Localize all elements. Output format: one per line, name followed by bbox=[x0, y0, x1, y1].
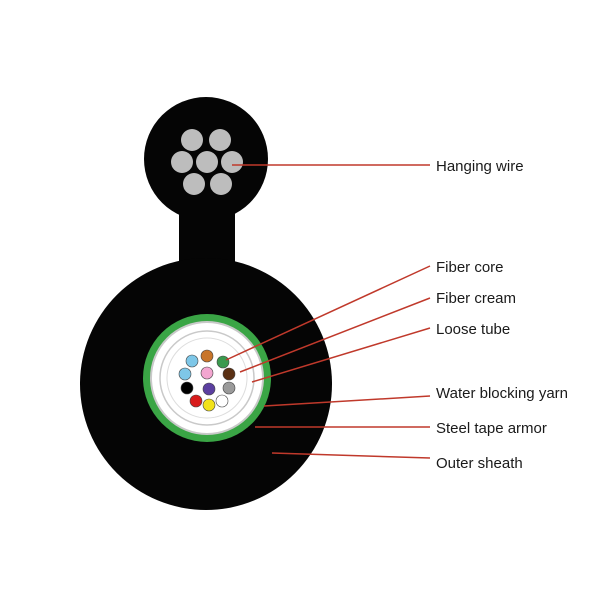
label-hanging-wire: Hanging wire bbox=[436, 158, 524, 175]
fiber-core-orange bbox=[200, 349, 214, 363]
fiber-core-black bbox=[180, 381, 194, 395]
hanging-wire-strands bbox=[171, 129, 243, 195]
fiber-core-pink bbox=[200, 366, 214, 380]
hanging-strand bbox=[210, 173, 232, 195]
fiber-cores bbox=[178, 349, 236, 412]
fiber-core-white bbox=[215, 394, 229, 408]
fiber-core-gray bbox=[222, 381, 236, 395]
fiber-core-green bbox=[216, 355, 230, 369]
leader-line-fiber-core bbox=[225, 265, 431, 361]
fiber-core-red bbox=[189, 394, 203, 408]
leader-lines bbox=[225, 164, 431, 459]
hanging-strand bbox=[181, 129, 203, 151]
label-steel-tape-armor: Steel tape armor bbox=[436, 420, 547, 437]
hanging-strand bbox=[209, 129, 231, 151]
leader-line-water-blocking-yarn bbox=[263, 395, 431, 407]
fiber-core-violet bbox=[202, 382, 216, 396]
fiber-core-brown bbox=[222, 367, 236, 381]
label-water-blocking-yarn: Water blocking yarn bbox=[436, 385, 568, 402]
label-outer-sheath: Outer sheath bbox=[436, 455, 523, 472]
leader-line-outer-sheath bbox=[271, 452, 431, 459]
hanging-strand bbox=[196, 151, 218, 173]
fiber-core-blue bbox=[185, 354, 199, 368]
leader-line-fiber-cream bbox=[239, 297, 431, 373]
leader-line-loose-tube bbox=[251, 327, 431, 383]
label-loose-tube: Loose tube bbox=[436, 321, 510, 338]
hanging-strand bbox=[171, 151, 193, 173]
fiber-core-yellow bbox=[202, 398, 216, 412]
fiber-core-light-blue bbox=[178, 367, 192, 381]
hanging-strand bbox=[221, 151, 243, 173]
fiber-cream-boundary bbox=[166, 337, 248, 419]
label-fiber-cream: Fiber cream bbox=[436, 290, 516, 307]
label-fiber-core: Fiber core bbox=[436, 259, 504, 276]
hanging-strand bbox=[183, 173, 205, 195]
